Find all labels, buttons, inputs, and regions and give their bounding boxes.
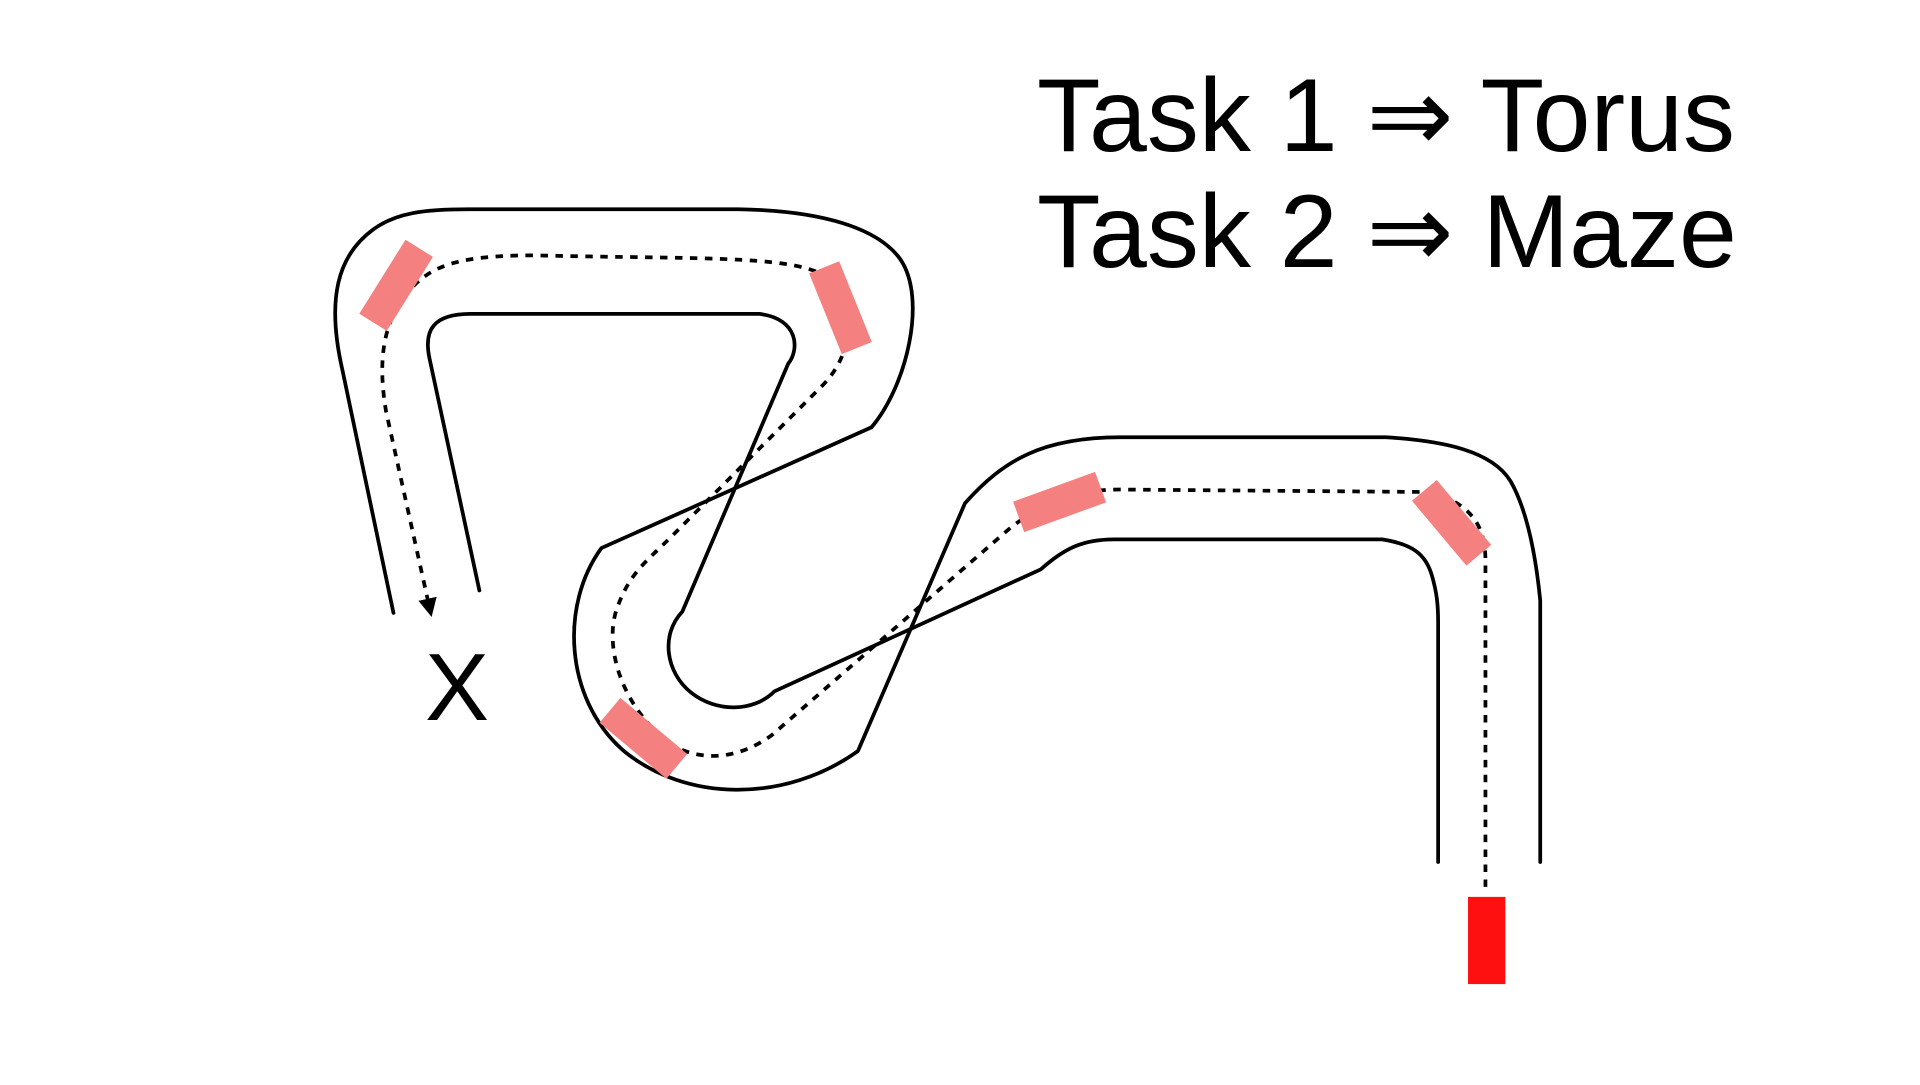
waypoint-markers bbox=[359, 239, 1492, 779]
waypoint-marker-3 bbox=[599, 697, 688, 779]
waypoint-marker-4 bbox=[809, 261, 872, 355]
start-marker bbox=[1468, 896, 1506, 985]
goal-x-mark: X bbox=[425, 634, 490, 741]
corridor-outer-wall bbox=[333, 207, 1543, 864]
trajectory-path bbox=[380, 253, 1488, 887]
waypoint-marker-1 bbox=[1411, 479, 1492, 566]
task-1-label: Task 1 ⇒ Torus bbox=[1037, 58, 1735, 174]
corridor-inner-wall bbox=[426, 312, 1441, 864]
corridor bbox=[333, 207, 1543, 864]
waypoint-marker-2 bbox=[1013, 471, 1107, 533]
task-2-label: Task 2 ⇒ Maze bbox=[1037, 174, 1737, 290]
waypoint-marker-5 bbox=[359, 239, 433, 331]
task-list: Task 1 ⇒ Torus Task 2 ⇒ Maze bbox=[1037, 58, 1797, 290]
